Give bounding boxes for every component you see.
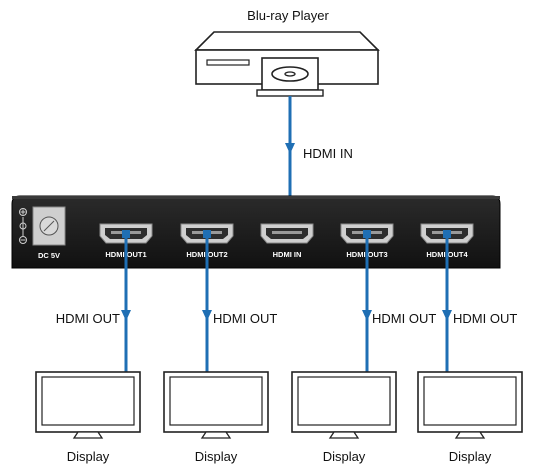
display-monitor: Display [417,371,523,464]
output-arrow-icon [442,310,452,321]
display-label: Display [67,449,110,464]
splitter-top-edge [12,196,500,199]
monitor-stand [200,431,232,439]
hdmi-port-label: HDMI IN [273,250,302,259]
hdmi-port-pins [272,231,302,234]
dc-power-label: DC 5V [38,251,60,260]
cable-plug [363,230,371,238]
output-cable: HDMI OUT [202,230,277,372]
monitor-screen [169,376,263,426]
output-cable-label: HDMI OUT [56,311,120,326]
display-label: Display [323,449,366,464]
blu-ray-player: Blu-ray Player [194,8,380,97]
monitor-screen [41,376,135,426]
tray-front [256,89,324,97]
monitor-stand [72,431,104,439]
cable-plug [443,230,451,238]
display-monitor: Display [35,371,141,464]
monitor-screen [297,376,391,426]
disc-hole [284,71,296,77]
player-top [194,31,380,51]
monitor-stand [328,431,360,439]
cable-plug [203,230,211,238]
input-arrow-icon [285,143,295,154]
display-label: Display [195,449,238,464]
output-cable-label: HDMI OUT [213,311,277,326]
output-arrow-icon [362,310,372,321]
display-monitor: Display [163,371,269,464]
output-arrow-icon [202,310,212,321]
monitor-screen [423,376,517,426]
input-cable-label: HDMI IN [303,146,353,161]
output-cables: HDMI OUT HDMI OUT HDMI OUT HDMI OUT [56,230,517,372]
output-arrow-icon [121,310,131,321]
output-cable: HDMI OUT [442,230,517,372]
displays: Display Display Display Display [35,371,523,464]
output-cable: HDMI OUT [362,230,436,372]
output-cable: HDMI OUT [56,230,131,372]
dc-power-port [32,206,66,246]
cable-plug [122,230,130,238]
output-cable-label: HDMI OUT [372,311,436,326]
monitor-stand [454,431,486,439]
display-label: Display [449,449,492,464]
polarity-symbol [19,208,27,244]
source-title: Blu-ray Player [247,8,329,23]
disc-slot [206,59,250,66]
display-monitor: Display [291,371,397,464]
output-cable-label: HDMI OUT [453,311,517,326]
hdmi-port: HDMI IN [260,223,314,259]
